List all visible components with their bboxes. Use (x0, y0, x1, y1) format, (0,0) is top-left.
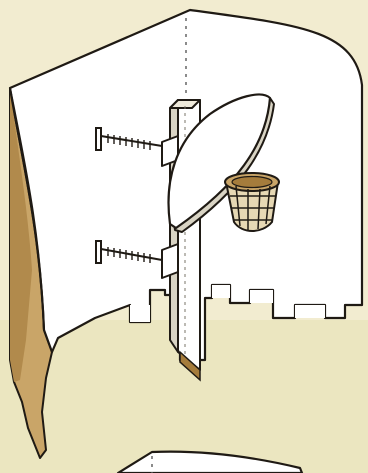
hoop-basket (225, 173, 279, 231)
